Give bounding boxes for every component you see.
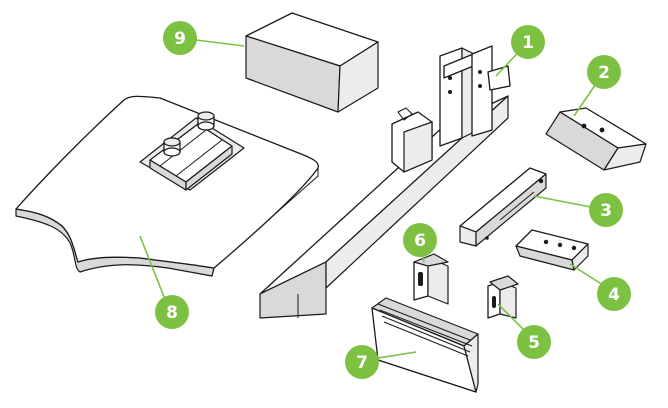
part-paper-tray	[371, 297, 479, 393]
callout-6-label: 6	[414, 231, 426, 251]
callout-9-label: 9	[174, 29, 186, 49]
callout-1: 1	[511, 25, 545, 59]
part-l-clip	[413, 253, 449, 305]
knob-1	[197, 111, 215, 131]
callout-3-label: 3	[600, 201, 612, 221]
part-work-plate	[15, 95, 319, 277]
callout-5: 5	[517, 325, 551, 359]
callout-2-label: 2	[598, 63, 610, 83]
callout-6: 6	[403, 223, 437, 257]
callout-4: 4	[597, 277, 631, 311]
callout-7-label: 7	[356, 353, 368, 373]
callout-1-label: 1	[522, 33, 534, 53]
part-square-tube	[459, 167, 547, 247]
callout-3: 3	[589, 193, 623, 227]
callout-5-label: 5	[528, 333, 540, 353]
callout-4-label: 4	[608, 285, 620, 305]
callout-8: 8	[155, 295, 189, 329]
callout-8-label: 8	[166, 303, 178, 323]
part-small-clip	[487, 275, 519, 319]
part-slotted-bracket	[515, 229, 589, 271]
part-base-frame	[259, 45, 511, 319]
part-angle-bracket	[545, 107, 647, 171]
part-foam-block	[245, 12, 379, 113]
callout-2: 2	[587, 55, 621, 89]
knob-2	[163, 137, 181, 157]
callout-9: 9	[163, 21, 197, 55]
callout-7: 7	[345, 345, 379, 379]
